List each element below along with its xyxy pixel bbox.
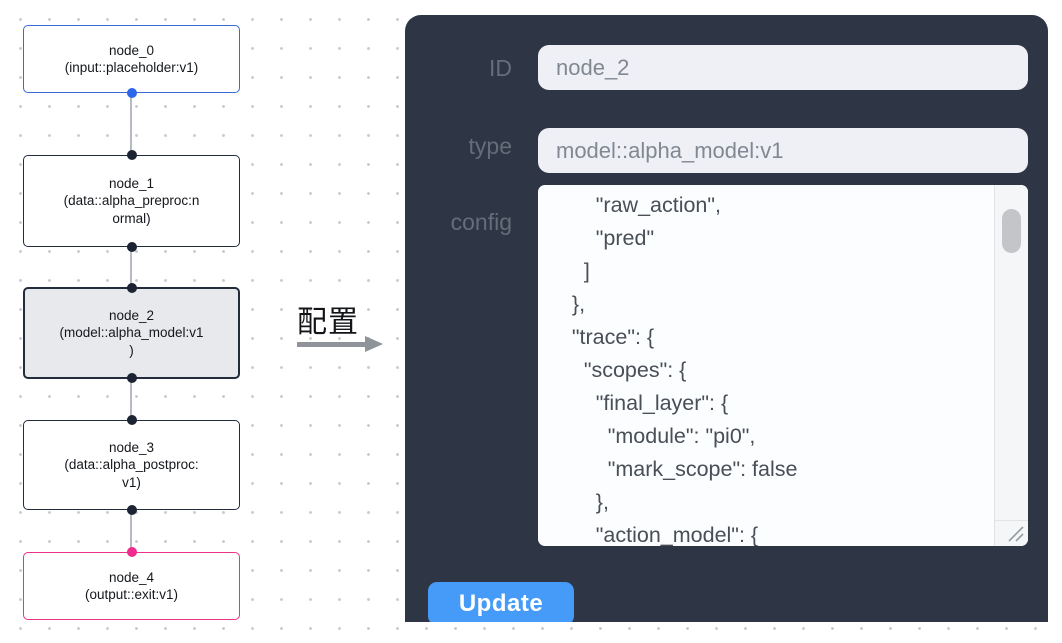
- node-subtitle-line: ): [129, 342, 134, 358]
- edge: [130, 93, 132, 155]
- edge: [130, 379, 132, 420]
- edge: [130, 247, 132, 287]
- flow-node-node_3[interactable]: node_3(data::alpha_postproc:v1): [23, 415, 240, 515]
- update-button[interactable]: Update: [428, 582, 574, 622]
- flow-node-node_4[interactable]: node_4(output::exit:v1): [23, 547, 240, 620]
- node-subtitle-line: v1): [122, 474, 141, 490]
- connector-label: 配置: [297, 306, 359, 339]
- scrollbar-track[interactable]: [994, 185, 1028, 520]
- node-title: node_3: [108, 439, 155, 455]
- arrow-right-icon: [297, 336, 387, 352]
- node-title: node_2: [108, 307, 155, 323]
- input-port[interactable]: [126, 547, 137, 557]
- output-port[interactable]: [126, 88, 137, 98]
- config-json-text: "raw_action", "pred" ] }, "trace": { "sc…: [571, 193, 798, 546]
- resize-grip-icon: [1008, 526, 1024, 542]
- flow-node-node_0[interactable]: node_0(input::placeholder:v1): [23, 25, 240, 98]
- type-field-label: type: [468, 133, 512, 159]
- type-input[interactable]: [538, 128, 1028, 173]
- node-subtitle-line: (data::alpha_preproc:n: [63, 193, 200, 209]
- node-subtitle-line: (input::placeholder:v1): [64, 60, 199, 75]
- node-subtitle-line: ormal): [112, 210, 151, 226]
- output-port[interactable]: [126, 242, 137, 252]
- arrow-shaft: [297, 342, 367, 347]
- output-port[interactable]: [126, 373, 137, 383]
- output-port[interactable]: [126, 505, 137, 515]
- node-subtitle-line: (data::alpha_postproc:: [64, 457, 199, 473]
- input-port[interactable]: [126, 150, 137, 160]
- input-port[interactable]: [126, 415, 137, 425]
- resize-corner[interactable]: [994, 520, 1028, 546]
- config-field-label: config: [450, 209, 512, 235]
- edge: [130, 510, 132, 552]
- id-field-label: ID: [489, 55, 512, 81]
- arrow-head: [365, 336, 383, 352]
- node-subtitle-line: (output::exit:v1): [84, 587, 179, 602]
- node-title: node_1: [108, 175, 155, 191]
- config-panel: ID type config "raw_action", "pred" ] },…: [405, 15, 1048, 622]
- id-input[interactable]: [538, 45, 1028, 90]
- config-textarea[interactable]: "raw_action", "pred" ] }, "trace": { "sc…: [538, 185, 1028, 546]
- node-subtitle-line: (model::alpha_model:v1: [59, 325, 204, 341]
- input-port[interactable]: [126, 283, 137, 293]
- flow-node-node_2[interactable]: node_2(model::alpha_model:v1): [23, 283, 240, 383]
- node-title: node_4: [108, 569, 155, 585]
- scrollbar-thumb[interactable]: [1002, 209, 1021, 253]
- node-title: node_0: [108, 42, 155, 58]
